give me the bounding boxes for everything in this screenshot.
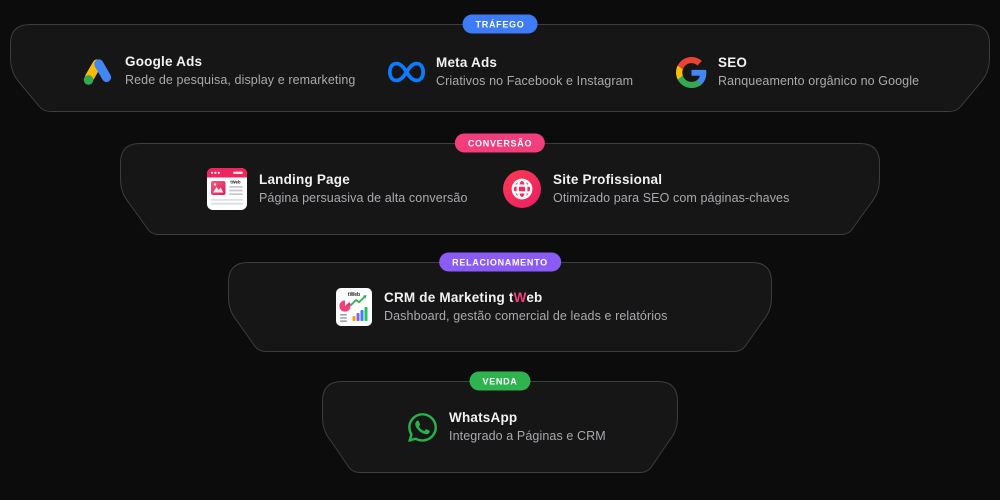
globe-icon (502, 169, 542, 209)
item-title: Site Profissional (553, 172, 663, 187)
item-subtitle: Página persuasiva de alta conversão (259, 191, 468, 205)
item-seo: SEO Ranqueamento orgânico no Google (676, 55, 919, 89)
tier-conversao-outline (120, 143, 880, 235)
item-subtitle: Ranqueamento orgânico no Google (718, 74, 920, 88)
item-title: SEO (718, 55, 748, 70)
tier-relacionamento: RELACIONAMENTO tWeb (228, 252, 772, 352)
item-google-ads: Google Ads Rede de pesquisa, display e r… (82, 54, 355, 88)
badge-relacionamento: RELACIONAMENTO (439, 252, 561, 272)
item-landing-page: tWeb Landing Page (206, 167, 468, 211)
item-title: WhatsApp (449, 410, 518, 425)
icon-logo-text: tWeb (230, 180, 241, 185)
item-title: Meta Ads (436, 55, 498, 70)
google-ads-icon (82, 56, 114, 86)
crm-title-accent: W (513, 290, 527, 305)
landing-page-icon: tWeb (206, 167, 248, 211)
item-title: Landing Page (259, 172, 350, 187)
item-site-profissional: Site Profissional Otimizado para SEO com… (502, 169, 789, 209)
google-g-icon (676, 56, 707, 88)
tier-trafego: TRÁFEGO Google Ads Rede de pesquisa, dis… (10, 14, 990, 112)
tier-relacionamento-outline (228, 262, 772, 352)
tier-conversao: CONVERSÃO tWeb (120, 133, 880, 235)
item-meta-ads: Meta Ads Criativos no Facebook e Instagr… (388, 55, 633, 89)
tier-trafego-outline (10, 24, 990, 112)
item-whatsapp: WhatsApp Integrado a Páginas e CRM (407, 410, 606, 444)
badge-venda: VENDA (469, 371, 531, 391)
badge-conversao: CONVERSÃO (454, 133, 546, 153)
icon-logo-text: tWeb (348, 292, 360, 298)
item-subtitle: Dashboard, gestão comercial de leads e r… (384, 309, 668, 323)
item-subtitle: Criativos no Facebook e Instagram (436, 74, 634, 88)
item-subtitle: Integrado a Páginas e CRM (449, 429, 606, 443)
item-subtitle: Otimizado para SEO com páginas-chaves (553, 191, 790, 205)
meta-icon (388, 60, 425, 84)
badge-trafego: TRÁFEGO (462, 14, 538, 34)
tier-venda-outline (322, 381, 678, 473)
crm-dashboard-icon: tWeb (335, 287, 373, 327)
item-title: CRM de Marketing tWeb (384, 290, 543, 305)
item-subtitle: Rede de pesquisa, display e remarketing (125, 73, 356, 87)
item-crm: tWeb CRM de Marketing tWeb (335, 287, 668, 327)
item-title: Google Ads (125, 54, 203, 69)
whatsapp-icon (407, 411, 438, 444)
tier-venda: VENDA WhatsApp Integrado a Páginas e CRM (322, 371, 678, 473)
